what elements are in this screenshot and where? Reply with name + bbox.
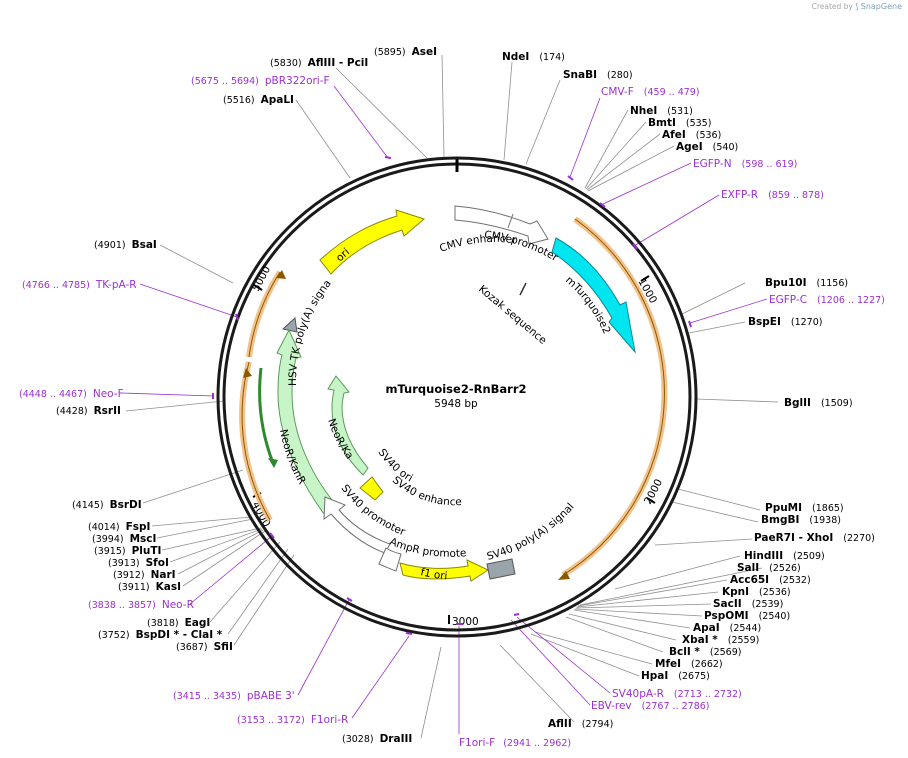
primer-label-neo-f[interactable]: (4448 .. 4467)Neo-F	[19, 388, 124, 400]
site-label-fspi[interactable]: (4014)FspI	[88, 521, 150, 533]
site-label-sali[interactable]: SalI(2526)	[737, 562, 801, 574]
ampr-promoter-arrow	[378, 547, 402, 572]
snapgene-brand: SnapGene	[860, 2, 902, 11]
site-label-nhei[interactable]: NheI(531)	[630, 105, 693, 117]
site-label-bcli[interactable]: BclI *(2569)	[669, 646, 741, 658]
site-label-acc65i[interactable]: Acc65I(2532)	[730, 574, 811, 586]
f1-ori-arrow	[399, 559, 490, 582]
plasmid-size: 5948 bp	[434, 398, 478, 410]
site-label-pspomi[interactable]: PspOMI(2540)	[704, 610, 790, 622]
primer-label-f1ori-f[interactable]: F1ori-F(2941 .. 2962)	[459, 737, 571, 749]
site-label-paer7i-xhoi[interactable]: PaeR7I - XhoI(2270)	[754, 532, 875, 544]
primer-label-cmv-f[interactable]: CMV-F(459 .. 479)	[601, 86, 700, 98]
plasmid-name: mTurquoise2-RnBarr2	[385, 382, 526, 396]
orf-arrowhead-right	[558, 571, 570, 580]
site-label-xbai[interactable]: XbaI *(2559)	[682, 634, 759, 646]
primer-label-egfp-n[interactable]: EGFP-N(598 .. 619)	[693, 158, 797, 170]
backbone-outer-strand	[216, 156, 698, 638]
kozak-sequence-mark	[519, 282, 527, 296]
snapgene-watermark: Created by ⟆ SnapGene	[812, 2, 902, 11]
feature-label-kozak: Kozak sequence	[476, 283, 549, 347]
neor-kanr-inner-arrow	[327, 375, 369, 476]
orf-range-right-core	[562, 218, 665, 576]
site-label-kpni[interactable]: KpnI(2536)	[722, 586, 791, 598]
connector-lines	[125, 54, 779, 739]
primer-label-exfp-r[interactable]: EXFP-R(859 .. 878)	[721, 189, 824, 201]
site-label-bpu10i[interactable]: Bpu10I(1156)	[765, 277, 848, 289]
cmv-boundary	[507, 213, 514, 229]
site-label-ppumi[interactable]: PpuMI(1865)	[765, 502, 844, 514]
ori-arrow	[319, 209, 426, 275]
site-label-kasi[interactable]: (3911)KasI	[118, 581, 181, 593]
site-label-ndei[interactable]: NdeI(174)	[502, 51, 565, 63]
site-label-eagi[interactable]: (3818)EagI	[147, 617, 210, 629]
feature-label-sv40-polya: SV40 poly(A) signal	[486, 501, 577, 563]
primer-label-tk-pa-r[interactable]: (4766 .. 4785)TK-pA-R	[22, 279, 137, 291]
sv40-promoter-arrow	[323, 496, 391, 554]
site-label-snabi[interactable]: SnaBI(280)	[563, 69, 633, 81]
cmv-enhancer-arrow	[454, 205, 549, 245]
snapgene-logo-icon: ⟆	[855, 2, 859, 11]
site-label-mfei[interactable]: MfeI(2662)	[655, 658, 723, 670]
site-label-hpai[interactable]: HpaI(2675)	[641, 670, 710, 682]
primer-label-pbr322ori-f[interactable]: (5675 .. 5694)pBR322ori-F	[191, 75, 330, 87]
hsv-tk-polya-block	[281, 316, 298, 333]
primer-label-neo-r[interactable]: (3838 .. 3857)Neo-R	[88, 599, 194, 611]
site-label-afliii-pcii[interactable]: (5830)AflIII - PciI	[270, 57, 368, 69]
primer-label-sv40pa-r[interactable]: SV40pA-R(2713 .. 2732)	[612, 688, 742, 700]
orf-arrowhead-left-a	[243, 368, 252, 378]
site-label-bmgbi[interactable]: BmgBI(1938)	[761, 514, 841, 526]
neor-kanr-outer-arrow	[276, 328, 337, 515]
primer-label-egfp-c[interactable]: EGFP-C(1206 .. 1227)	[769, 294, 885, 306]
restriction-site-labels: (5895)AseI (5830)AflIII - PciI (5516)Apa…	[56, 46, 875, 745]
tick-label-3000: 3000	[452, 616, 479, 628]
orf-range-left-b-core	[248, 271, 281, 358]
site-label-afei[interactable]: AfeI(536)	[662, 129, 721, 141]
site-label-agei[interactable]: AgeI(540)	[676, 141, 738, 153]
primer-marks	[212, 156, 692, 635]
sv40-ori-block	[359, 476, 384, 501]
orf-inner-green	[258, 367, 275, 464]
site-label-sfii[interactable]: (3687)SfiI	[176, 641, 233, 653]
site-label-bspei[interactable]: BspEI(1270)	[748, 316, 822, 328]
mturquoise2-arrow	[551, 237, 636, 354]
orf-range-left-a-core	[241, 361, 271, 521]
site-label-bsai[interactable]: (4901)BsaI	[94, 239, 157, 251]
site-label-bspdi-clai[interactable]: (3752)BspDI * - ClaI *	[98, 629, 223, 641]
primer-label-ebv-rev[interactable]: EBV-rev(2767 .. 2786)	[591, 700, 710, 712]
site-label-bmti[interactable]: BmtI(535)	[648, 117, 711, 129]
primer-lines	[120, 85, 768, 734]
orf-arrowhead-green	[268, 458, 278, 468]
primer-label-pbabe3[interactable]: (3415 .. 3435)pBABE 3'	[173, 690, 295, 702]
site-label-apai[interactable]: ApaI(2544)	[693, 622, 761, 634]
site-label-sfoi[interactable]: (3913)SfoI	[108, 557, 169, 569]
orf-arrowhead-left-b	[276, 270, 286, 279]
site-label-bsrdi[interactable]: (4145)BsrDI	[72, 499, 142, 511]
site-label-nari[interactable]: (3912)NarI	[113, 569, 176, 581]
site-label-hindiii[interactable]: HindIII(2509)	[744, 550, 825, 562]
site-label-rsrii[interactable]: (4428)RsrII	[56, 405, 121, 417]
feature-label-f1-ori: f1 ori	[419, 566, 448, 582]
primer-label-f1ori-r[interactable]: (3153 .. 3172)F1ori-R	[237, 714, 348, 726]
site-label-bglii[interactable]: BglII(1509)	[784, 397, 853, 409]
primer-labels: (5675 .. 5694)pBR322ori-F CMV-F(459 .. 4…	[19, 75, 885, 749]
site-label-msci[interactable]: (3994)MscI	[92, 533, 156, 545]
site-label-apali[interactable]: (5516)ApaLI	[223, 94, 294, 106]
sv40-polya-block	[486, 558, 516, 580]
site-label-asei[interactable]: (5895)AseI	[374, 46, 437, 58]
site-label-draiii[interactable]: (3028)DraIII	[342, 733, 412, 745]
site-label-aflii[interactable]: AflII(2794)	[548, 718, 613, 730]
site-label-sacii[interactable]: SacII(2539)	[713, 598, 783, 610]
created-by-text: Created by	[811, 2, 853, 11]
backbone-inner-strand	[222, 162, 692, 632]
site-label-pluti[interactable]: (3915)PluTI	[94, 545, 161, 557]
